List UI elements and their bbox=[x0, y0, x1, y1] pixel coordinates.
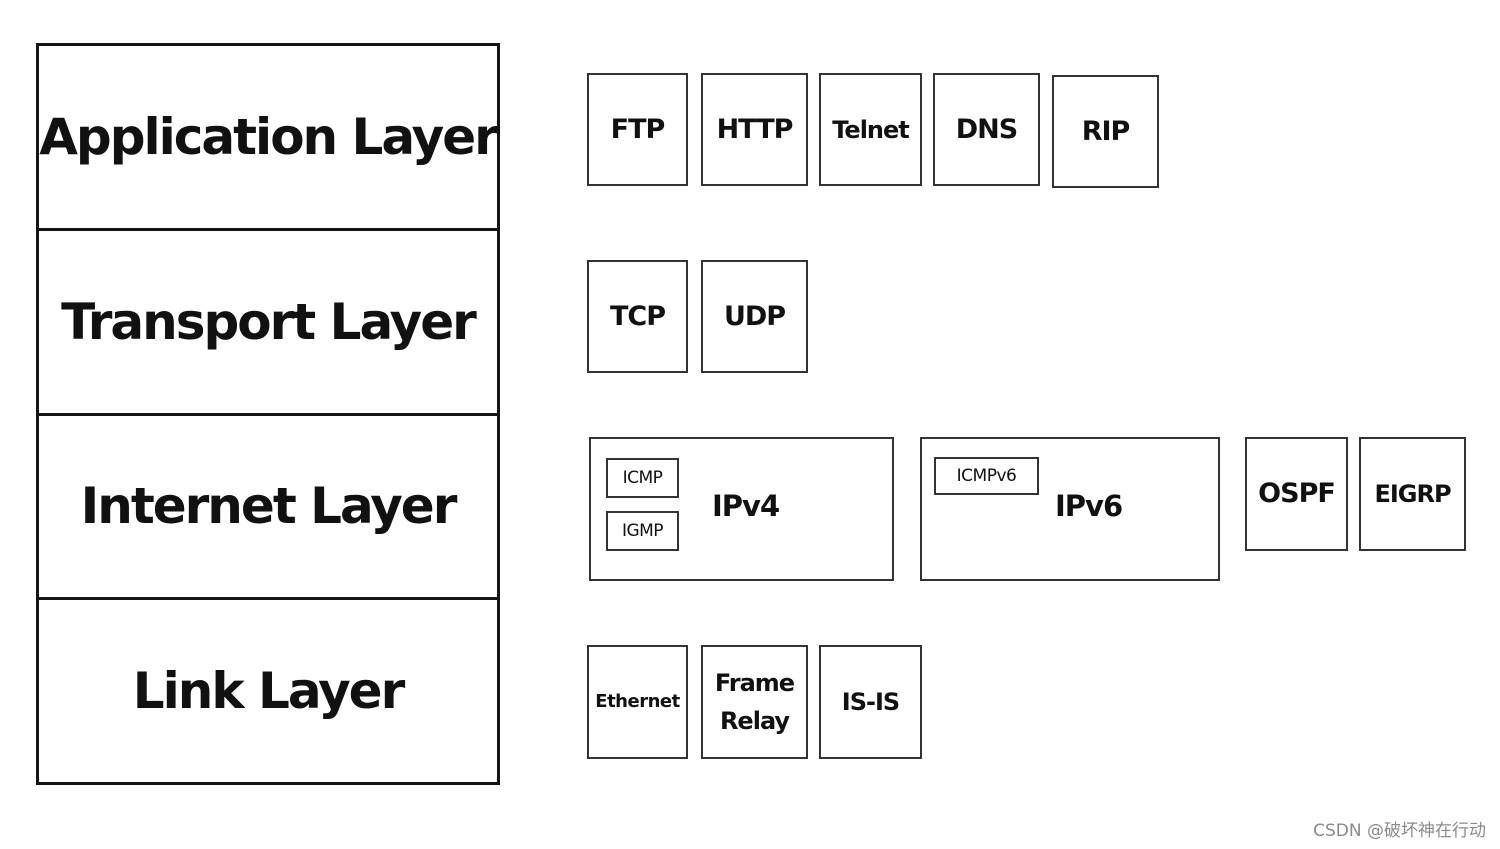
protocol-udp: UDP bbox=[701, 260, 808, 373]
protocol-isis: IS-IS bbox=[819, 645, 922, 759]
protocol-label: IGMP bbox=[621, 521, 664, 541]
layer-label: Application Layer bbox=[39, 107, 499, 166]
protocol-label: EIGRP bbox=[1374, 480, 1451, 508]
protocol-label: IS-IS bbox=[841, 688, 900, 716]
protocol-label: DNS bbox=[955, 113, 1018, 145]
layer-label: Internet Layer bbox=[80, 477, 458, 536]
protocol-tcp: TCP bbox=[587, 260, 688, 373]
protocol-icmpv6: ICMPv6 bbox=[934, 457, 1039, 495]
protocol-label: IPv4 bbox=[712, 489, 780, 523]
protocol-label: FTP bbox=[610, 113, 666, 145]
protocol-label: UDP bbox=[723, 300, 786, 332]
protocol-icmp: ICMP bbox=[606, 458, 679, 498]
protocol-ethernet: Ethernet bbox=[587, 645, 688, 759]
protocol-label: Frame Relay bbox=[714, 669, 795, 735]
layer-stack: Application Layer Transport Layer Intern… bbox=[36, 43, 500, 785]
protocol-label: HTTP bbox=[716, 113, 794, 145]
layer-label: Link Layer bbox=[132, 662, 405, 721]
layer-link: Link Layer bbox=[39, 597, 497, 782]
protocol-frame-relay: Frame Relay bbox=[701, 645, 808, 759]
layer-transport: Transport Layer bbox=[39, 227, 497, 413]
protocol-ospf: OSPF bbox=[1245, 437, 1348, 551]
protocol-rip: RIP bbox=[1052, 75, 1159, 188]
protocol-label: RIP bbox=[1081, 115, 1131, 147]
layer-application: Application Layer bbox=[39, 46, 499, 228]
watermark: CSDN @破坏神在行动 bbox=[1313, 821, 1486, 841]
protocol-label: ICMP bbox=[622, 468, 663, 488]
protocol-dns: DNS bbox=[933, 73, 1040, 186]
protocol-ftp: FTP bbox=[587, 73, 688, 186]
protocol-http: HTTP bbox=[701, 73, 808, 186]
protocol-telnet: Telnet bbox=[819, 73, 922, 186]
protocol-label: ICMPv6 bbox=[956, 466, 1017, 486]
protocol-igmp: IGMP bbox=[606, 511, 679, 551]
layer-label: Transport Layer bbox=[61, 292, 477, 351]
protocol-label: TCP bbox=[609, 300, 666, 332]
protocol-label: Telnet bbox=[832, 115, 910, 144]
layer-internet: Internet Layer bbox=[39, 412, 497, 598]
protocol-ipv6: ICMPv6 IPv6 bbox=[920, 437, 1220, 581]
protocol-label: IPv6 bbox=[1055, 489, 1123, 523]
protocol-label: Ethernet bbox=[595, 691, 680, 712]
protocol-ipv4: ICMP IGMP IPv4 bbox=[589, 437, 894, 581]
protocol-eigrp: EIGRP bbox=[1359, 437, 1466, 551]
protocol-label: OSPF bbox=[1258, 478, 1336, 509]
